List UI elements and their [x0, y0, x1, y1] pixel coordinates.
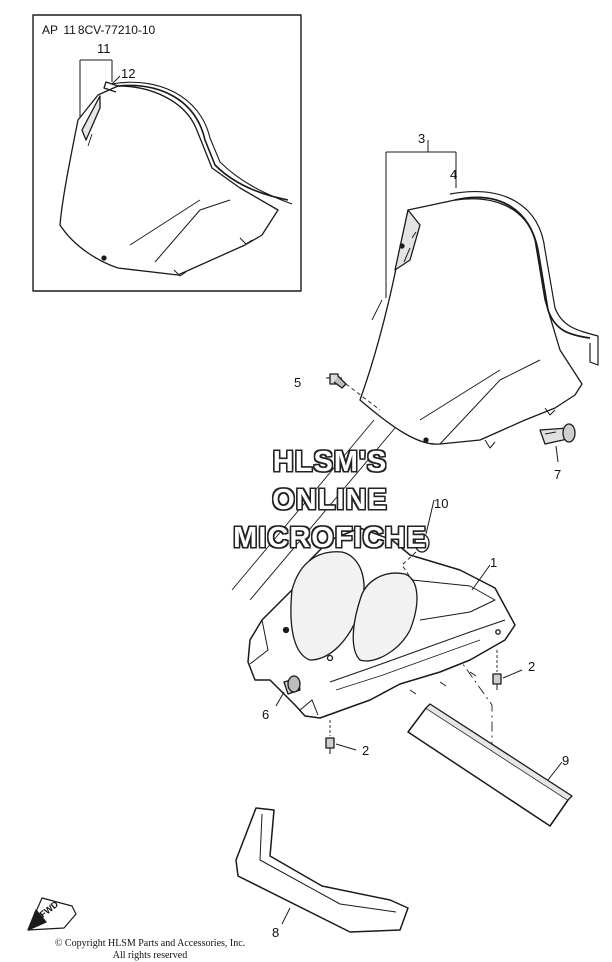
watermark-line-3: MICROFICHE: [233, 522, 427, 554]
callout-6: 6: [262, 707, 270, 722]
bracket-8: [235, 807, 409, 933]
part-number: 8CV-77210-10: [77, 23, 156, 37]
fwd-arrow: [27, 897, 77, 931]
callout-4: 4: [450, 167, 458, 182]
cowling: [247, 527, 516, 719]
callout-2b: 2: [362, 743, 370, 758]
bolt-5: [326, 373, 381, 411]
watermark-line-1: HLSM'S: [272, 446, 388, 478]
callout-9: 9: [562, 753, 570, 768]
callout-1: 1: [490, 555, 498, 570]
fastener-6: [275, 675, 301, 707]
callout-11: 11: [97, 41, 111, 56]
inset-frame: [32, 14, 302, 292]
ap-number: 11: [63, 23, 76, 37]
windscreen: [359, 191, 599, 449]
watermark-line-2: ONLINE: [272, 484, 388, 516]
callout-10: 10: [434, 496, 449, 511]
copyright-line-1: © Copyright HLSM Parts and Accessories, …: [54, 938, 246, 949]
callout-5: 5: [294, 375, 302, 390]
callout-3: 3: [418, 131, 426, 146]
windscreen-leaders: [385, 140, 457, 298]
callout-7: 7: [554, 467, 562, 482]
leader-1: [471, 564, 491, 591]
foam-block-9: [407, 703, 573, 827]
ap-label: AP: [42, 23, 59, 37]
inset-windscreen: [59, 81, 293, 277]
callout-8: 8: [272, 925, 280, 940]
screw-2a: [492, 650, 523, 690]
inset-leaders: [79, 59, 121, 118]
copyright-line-2: All rights reserved: [112, 950, 188, 961]
grommet-10: [401, 499, 435, 581]
callout-12: 12: [121, 66, 136, 81]
callout-2a: 2: [528, 659, 536, 674]
clip-7: [539, 423, 576, 463]
screw-2b: [325, 720, 357, 754]
